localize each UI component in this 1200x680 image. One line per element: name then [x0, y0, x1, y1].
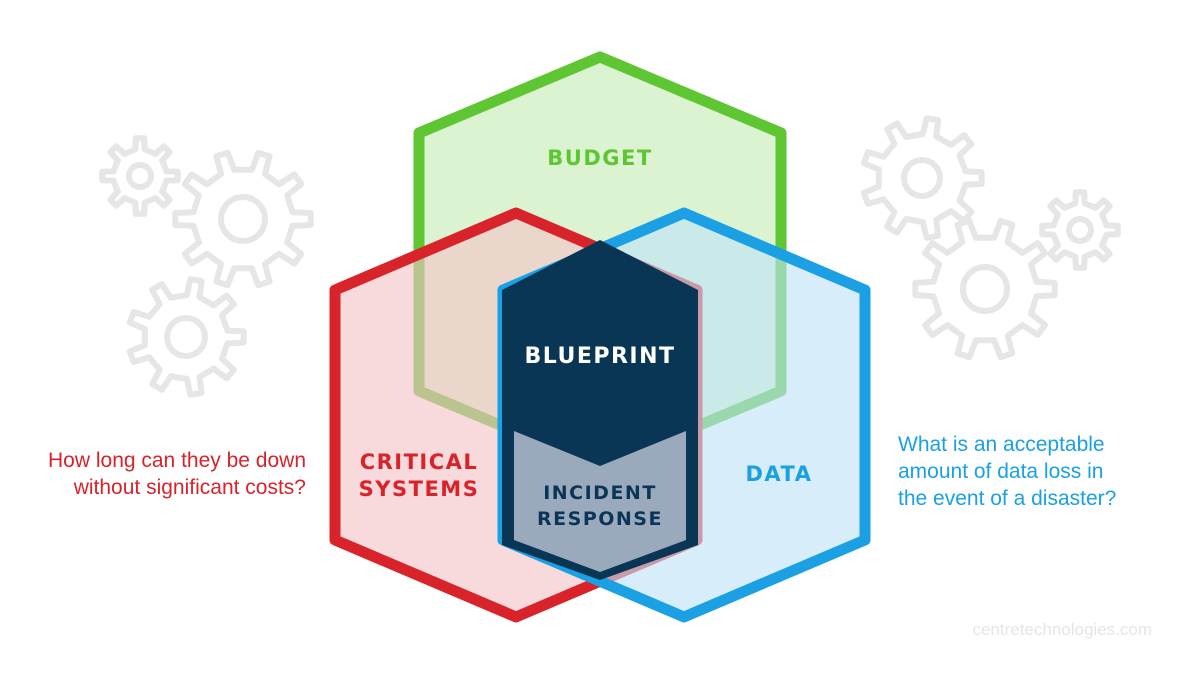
gear-hole — [901, 157, 943, 199]
budget-label: BUDGET — [547, 146, 652, 170]
question-line: How long can they be down — [48, 449, 306, 472]
gear-outline — [172, 149, 314, 289]
incident-response-shape — [514, 431, 686, 572]
gear-icon — [1039, 189, 1121, 271]
gear-icon — [912, 217, 1058, 361]
gear-hole — [960, 264, 1010, 314]
question-line: the event of a disaster? — [898, 487, 1117, 510]
question-line: What is an acceptable — [898, 433, 1105, 456]
gear-hole — [126, 162, 154, 190]
gear-outline — [1039, 189, 1121, 271]
question-line: amount of data loss in — [898, 460, 1104, 483]
gear-icon — [99, 135, 181, 217]
gear-outline — [126, 276, 247, 398]
incident-response-label-line2: RESPONSE — [537, 508, 663, 530]
gear-hole — [164, 315, 208, 359]
critical-systems-question: How long can they be down without signif… — [10, 447, 306, 501]
question-line: without significant costs? — [73, 476, 306, 499]
critical-systems-label-line2: SYSTEMS — [359, 477, 480, 501]
critical-systems-label-line1: CRITICAL — [360, 450, 479, 474]
gear-outline — [99, 135, 181, 217]
gear-decorations — [99, 115, 1121, 398]
data-question: What is an acceptable amount of data los… — [898, 431, 1188, 512]
incident-response-label-line1: INCIDENT — [543, 482, 657, 504]
gear-hole — [218, 194, 268, 244]
gear-icon — [126, 276, 247, 398]
data-label: DATA — [745, 462, 812, 486]
gear-outline — [912, 217, 1058, 361]
gear-icon — [172, 149, 314, 289]
watermark: centretechnologies.com — [972, 620, 1152, 639]
blueprint-label: BLUEPRINT — [524, 344, 675, 369]
gear-hole — [1066, 216, 1094, 244]
